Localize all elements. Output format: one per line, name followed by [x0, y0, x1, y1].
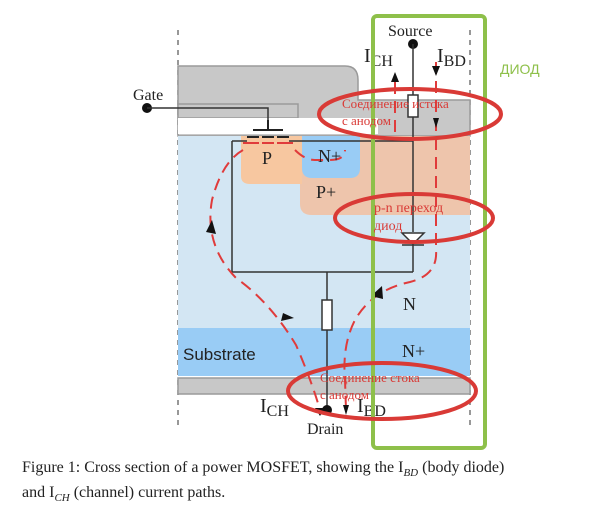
pn-junction-annotation: p-n переход диод	[374, 201, 447, 234]
path-arrow-1	[206, 220, 216, 234]
substrate-label: Substrate	[183, 345, 256, 364]
ich-top-label: ICH	[364, 45, 393, 70]
n-plus-source-label: N+	[318, 146, 341, 166]
path-arrow-2	[281, 313, 294, 321]
n-drift-label: N	[403, 294, 416, 314]
diode-annotation: ДИОД	[500, 61, 540, 77]
n-plus-substrate-label: N+	[402, 341, 425, 361]
ibd-top-arrow	[432, 66, 440, 76]
body-diode-symbol	[400, 232, 426, 246]
ich-top-arrow	[391, 72, 399, 82]
p-body-label: P	[262, 148, 272, 168]
channel-current-path	[209, 82, 396, 411]
gate-label: Gate	[133, 87, 163, 104]
caption-line-1: Figure 1: Cross section of a power MOSFE…	[22, 459, 505, 480]
drain-anode-ellipse	[286, 361, 478, 421]
diode-highlight-box	[371, 14, 487, 450]
n-plus-source-region	[302, 136, 360, 178]
p-body-region	[241, 136, 302, 184]
oxide-layer	[178, 118, 378, 134]
gate-wire	[147, 107, 269, 120]
drain-label: Drain	[307, 421, 343, 438]
ibd-bottom-arrow	[343, 405, 349, 415]
figure-caption: Figure 1: Cross section of a power MOSFE…	[22, 458, 598, 508]
ibd-top-label: IBD	[437, 45, 466, 70]
caption-line-2: and ICH (channel) current paths.	[22, 484, 226, 505]
gate-poly	[177, 103, 299, 119]
source-anode-annotation: Соединение истока с анодом	[342, 96, 452, 128]
drift-resistor	[321, 299, 333, 331]
source-label: Source	[388, 23, 432, 40]
drain-metal	[177, 377, 471, 395]
drain-anode-annotation: Соединение стока с анодом	[320, 370, 423, 402]
source-anode-ellipse	[317, 87, 503, 141]
ich-bottom-label: ICH	[260, 395, 289, 420]
p-plus-label: P+	[316, 182, 336, 202]
pn-junction-ellipse	[333, 192, 495, 244]
source-to-channel-wire	[231, 141, 413, 273]
path-arrow-4	[433, 118, 439, 128]
